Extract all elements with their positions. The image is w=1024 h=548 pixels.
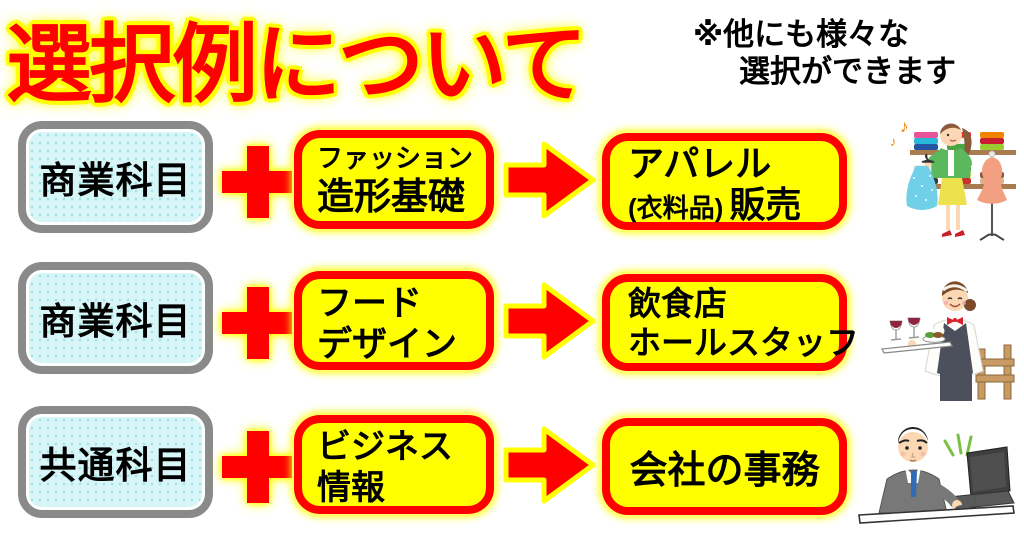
course-line-1: ビジネス (317, 428, 453, 466)
course-line-1: ファッション (317, 143, 474, 173)
result-line-1: アパレル (628, 143, 772, 184)
course-box: ビジネス 情報 (294, 415, 494, 514)
result-line-1: 会社の事務 (629, 450, 820, 492)
course-line-1: フード (317, 284, 423, 323)
arrow-right-icon (503, 141, 596, 219)
course-box: ファッション 造形基礎 (294, 130, 494, 229)
result-box: 飲食店 ホールスタッフ (602, 274, 859, 371)
illustration-restaurant-hall-staff (881, 281, 1015, 401)
note-line-1: ※他にも様々な (693, 17, 910, 52)
subject-label: 共通科目 (39, 445, 192, 486)
result-box: 会社の事務 (602, 418, 847, 515)
subject-label: 商業科目 (39, 301, 192, 342)
note: ※他にも様々な 選択ができます (693, 16, 956, 90)
course-line-2: 情報 (317, 469, 385, 507)
example-row-3: 共通科目 ビジネス 情報 会社の事務 (0, 406, 1024, 524)
result-line-2-small: (衣料品) (628, 193, 724, 223)
example-row-1: 商業科目 ファッション 造形基礎 アパレル (衣料品)販売 ♪ ♪ (0, 117, 1024, 241)
result-line-1: 飲食店 (628, 285, 727, 322)
subject-box: 商業科目 (18, 262, 213, 374)
subject-box: 商業科目 (18, 121, 213, 233)
course-line-2: デザイン (317, 325, 458, 364)
subject-box: 共通科目 (18, 406, 213, 518)
course-box: フード デザイン (294, 271, 494, 370)
page-title: 選択例について (6, 17, 587, 113)
svg-text:♪: ♪ (890, 134, 897, 149)
course-line-2: 造形基礎 (317, 176, 465, 217)
arrow-right-icon (503, 282, 596, 360)
result-line-2: (衣料品)販売 (628, 185, 833, 228)
svg-text:♪: ♪ (900, 117, 909, 136)
result-line-2: ホールスタッフ (628, 324, 859, 361)
plus-icon (219, 146, 297, 218)
subject-label: 商業科目 (39, 160, 192, 201)
illustration-apparel-shop-clerk: ♪ ♪ (890, 117, 1016, 241)
note-line-2: 選択ができます (739, 54, 956, 89)
plus-icon (219, 287, 297, 359)
result-line-2-main: 販売 (729, 184, 802, 225)
result-box: アパレル (衣料品)販売 (602, 133, 847, 230)
arrow-right-icon (503, 426, 596, 504)
plus-icon (219, 431, 297, 503)
illustration-office-worker (858, 426, 1015, 524)
example-row-2: 商業科目 フード デザイン 飲食店 ホールスタッフ (0, 262, 1024, 401)
